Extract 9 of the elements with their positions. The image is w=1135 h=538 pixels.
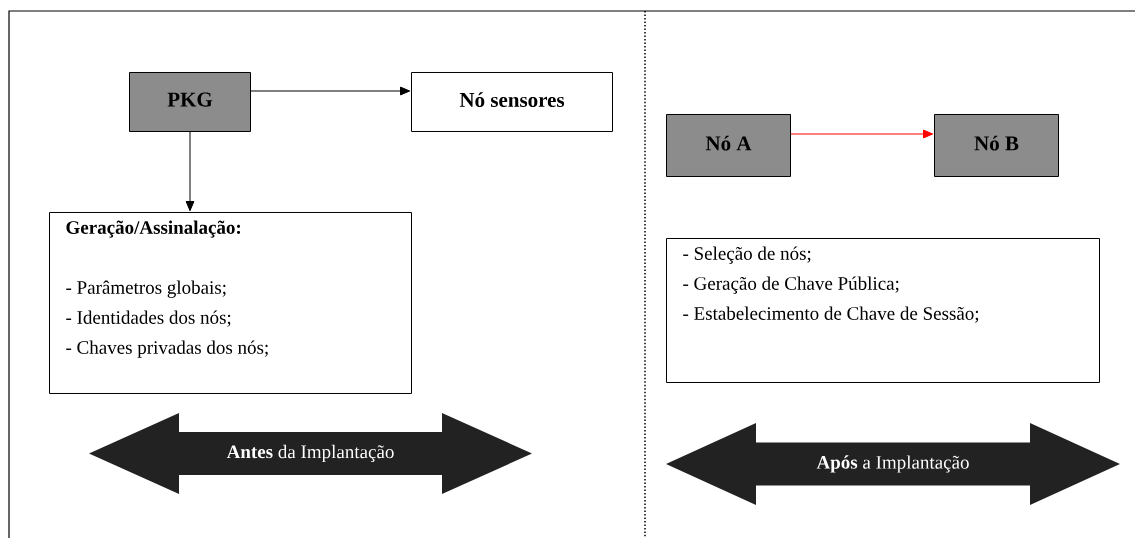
process-box: Nó sensores xyxy=(411,72,613,132)
process-box: PKG xyxy=(129,72,251,132)
process-box: Nó A xyxy=(666,114,791,177)
arrow xyxy=(185,131,195,212)
text-box: - Seleção de nós; - Geração de Chave Pública; - Estabelecimento de Chave de Sessão; xyxy=(666,238,1100,383)
text-box: Geração/Assinalação: - Parâmetros globais; - Identidades dos nós; - Chaves privadas dos nós; xyxy=(49,212,412,394)
process-box: Nó B xyxy=(934,114,1059,177)
arrow xyxy=(790,129,934,139)
arrow xyxy=(250,86,411,96)
